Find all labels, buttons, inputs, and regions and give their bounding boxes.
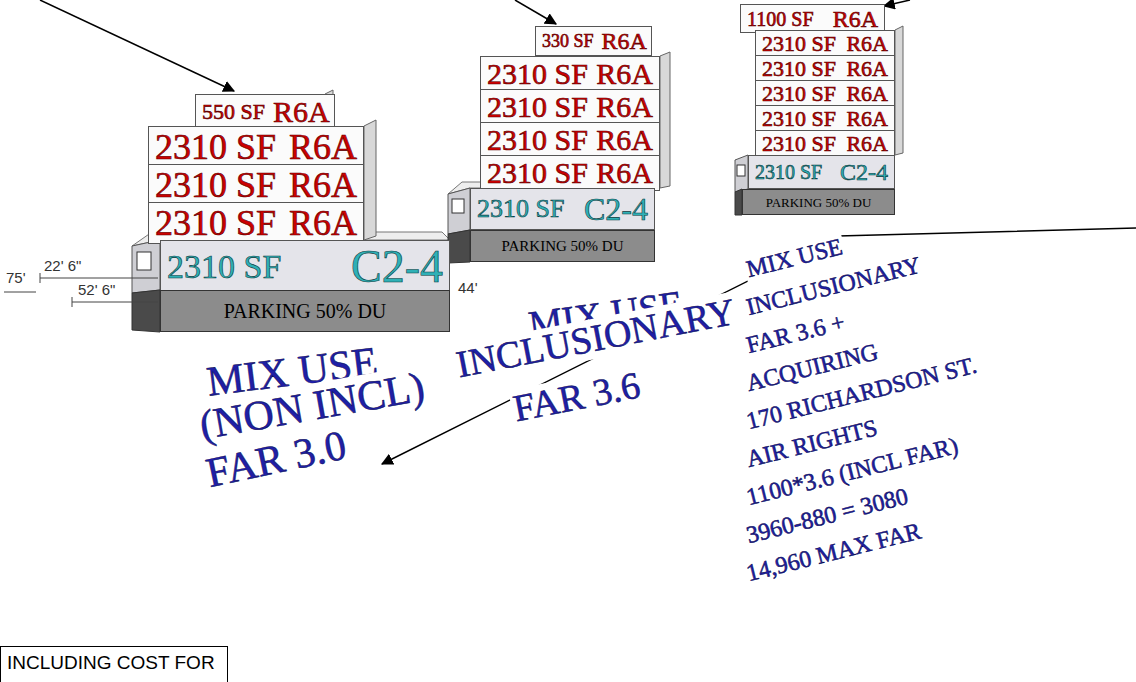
dimension-line [4, 292, 36, 293]
dimension-text: 44' [456, 280, 480, 296]
zoning-text: R6A [846, 108, 888, 130]
area-text: 2310 SF [762, 58, 836, 80]
parking-level: PARKING 50% DU [470, 230, 655, 262]
dimension-text: 75' [4, 270, 28, 286]
area-text: 330 SF [542, 32, 594, 50]
area-text: 2310 SF [487, 125, 588, 155]
area-text: 2310 SF [167, 250, 281, 284]
residential-floor: 2310 SF R6A [148, 164, 364, 206]
dimension-text: 52' 6" [76, 282, 117, 298]
window [737, 165, 745, 176]
note-box: INCLUDING COST FOR [0, 646, 228, 682]
leader-arrow [884, 0, 910, 6]
residential-floor: 2310 SF R6A [755, 130, 895, 158]
area-text: PARKING 50% DU [502, 239, 624, 254]
zoning-text: R6A [596, 125, 653, 155]
zoning-text: R6A [289, 129, 357, 165]
area-text: 2310 SF [477, 196, 564, 222]
podium-side [735, 155, 748, 192]
window [452, 199, 464, 213]
zoning-text: R6A [596, 158, 653, 188]
area-text: PARKING 50% DU [224, 301, 387, 321]
dimension-tick [72, 297, 73, 307]
zoning-text: R6A [289, 167, 357, 203]
podium-side [448, 188, 470, 234]
dimension-line [72, 302, 158, 303]
area-text: 2310 SF [762, 33, 836, 55]
parking-side [448, 230, 470, 263]
zoning-text: R6A [273, 97, 330, 127]
leader-arrow [382, 228, 1136, 464]
leader-arrow [515, 0, 556, 24]
residential-floor: 2310 SF R6A [148, 202, 364, 244]
residential-floor: 2310 SF R6A [148, 126, 364, 168]
parking-side [735, 189, 742, 215]
residential-floor: 2310 SF R6A [480, 89, 660, 125]
zoning-text: R6A [833, 7, 878, 31]
area-text: 2310 SF [755, 162, 822, 182]
leader-arrow [40, 0, 234, 91]
zoning-text: R6A [602, 29, 647, 53]
roof-bulkhead: 550 SF R6A [195, 94, 335, 129]
area-text: 2310 SF [762, 108, 836, 130]
area-text: 2310 SF [155, 129, 276, 165]
residential-floor: 2310 SF R6A [755, 55, 895, 83]
dimension-tick [40, 273, 41, 283]
roof-bulkhead: 1100 SF R6A [740, 4, 885, 33]
parking-level: PARKING 50% DU [160, 290, 450, 332]
roof-bulkhead: 330 SF R6A [535, 26, 652, 56]
parking-side [132, 290, 160, 332]
commercial-floor: 2310 SF C2-4 [470, 188, 655, 230]
area-text: 2310 SF [762, 133, 836, 155]
zoning-text: R6A [846, 58, 888, 80]
residential-floor: 2310 SF R6A [755, 105, 895, 133]
commercial-floor: 2310 SF C2-4 [160, 240, 450, 293]
parking-level: PARKING 50% DU [742, 189, 895, 215]
zoning-text: R6A [846, 33, 888, 55]
area-text: 2310 SF [155, 167, 276, 203]
area-text: 2310 SF [762, 83, 836, 105]
zoning-text: R6A [846, 83, 888, 105]
zoning-text: R6A [846, 133, 888, 155]
scheme-caption: FAR 3.6 [508, 365, 645, 429]
tower-side [895, 26, 903, 155]
area-text: INCLUDING COST FOR [7, 653, 215, 672]
commercial-floor: 2310 SF C2-4 [748, 155, 895, 189]
dimension-text: 22' 6" [42, 258, 83, 274]
zoning-text: R6A [596, 92, 653, 122]
area-text: 2310 SF [155, 205, 276, 241]
tower-side [364, 120, 376, 240]
area-text: 1100 SF [747, 9, 814, 29]
residential-floor: 2310 SF R6A [480, 155, 660, 191]
residential-floor: 2310 SF R6A [755, 80, 895, 108]
zoning-text: R6A [596, 59, 653, 89]
area-text: 550 SF [202, 101, 265, 123]
zoning-text: R6A [289, 205, 357, 241]
area-text: 2310 SF [487, 158, 588, 188]
zoning-text: C2-4 [584, 193, 648, 225]
window [137, 252, 151, 270]
zoning-text: C2-4 [351, 244, 443, 290]
podium-side [132, 240, 160, 293]
area-text: 2310 SF [487, 92, 588, 122]
residential-floor: 2310 SF R6A [755, 30, 895, 58]
residential-floor: 2310 SF R6A [480, 122, 660, 158]
residential-floor: 2310 SF R6A [480, 56, 660, 92]
area-text: 2310 SF [487, 59, 588, 89]
tower-side [660, 52, 670, 188]
zoning-text: C2-4 [840, 160, 888, 184]
area-text: PARKING 50% DU [766, 196, 872, 209]
dimension-line [40, 278, 158, 279]
